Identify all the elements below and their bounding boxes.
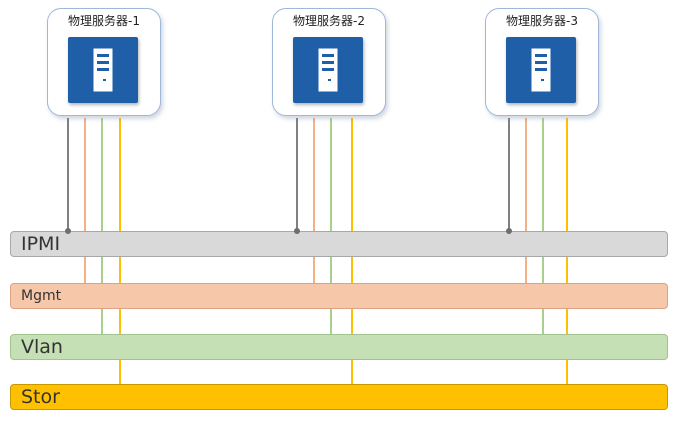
server-node-1: 物理服务器-1 xyxy=(47,8,161,116)
server-2-tile xyxy=(293,37,363,103)
server-tower-icon xyxy=(93,48,113,92)
server-1-label: 物理服务器-1 xyxy=(68,14,140,28)
server-3-tile xyxy=(506,37,576,103)
server-1-tile xyxy=(68,37,138,103)
server-tower-icon xyxy=(318,48,338,92)
stor-network-bus: Stor xyxy=(10,384,668,410)
server-node-3: 物理服务器-3 xyxy=(485,8,599,116)
mgmt-network-bus: Mgmt xyxy=(10,283,668,309)
mgmt-network-label: Mgmt xyxy=(21,288,62,304)
stor-network-label: Stor xyxy=(21,386,60,408)
ipmi-network-bus: IPMI xyxy=(10,231,668,257)
server-3-label: 物理服务器-3 xyxy=(506,14,578,28)
ipmi-network-label: IPMI xyxy=(21,233,61,255)
server-2-label: 物理服务器-2 xyxy=(293,14,365,28)
server-node-2: 物理服务器-2 xyxy=(272,8,386,116)
server-tower-icon xyxy=(531,48,551,92)
vlan-network-label: Vlan xyxy=(21,336,63,358)
vlan-network-bus: Vlan xyxy=(10,334,668,360)
